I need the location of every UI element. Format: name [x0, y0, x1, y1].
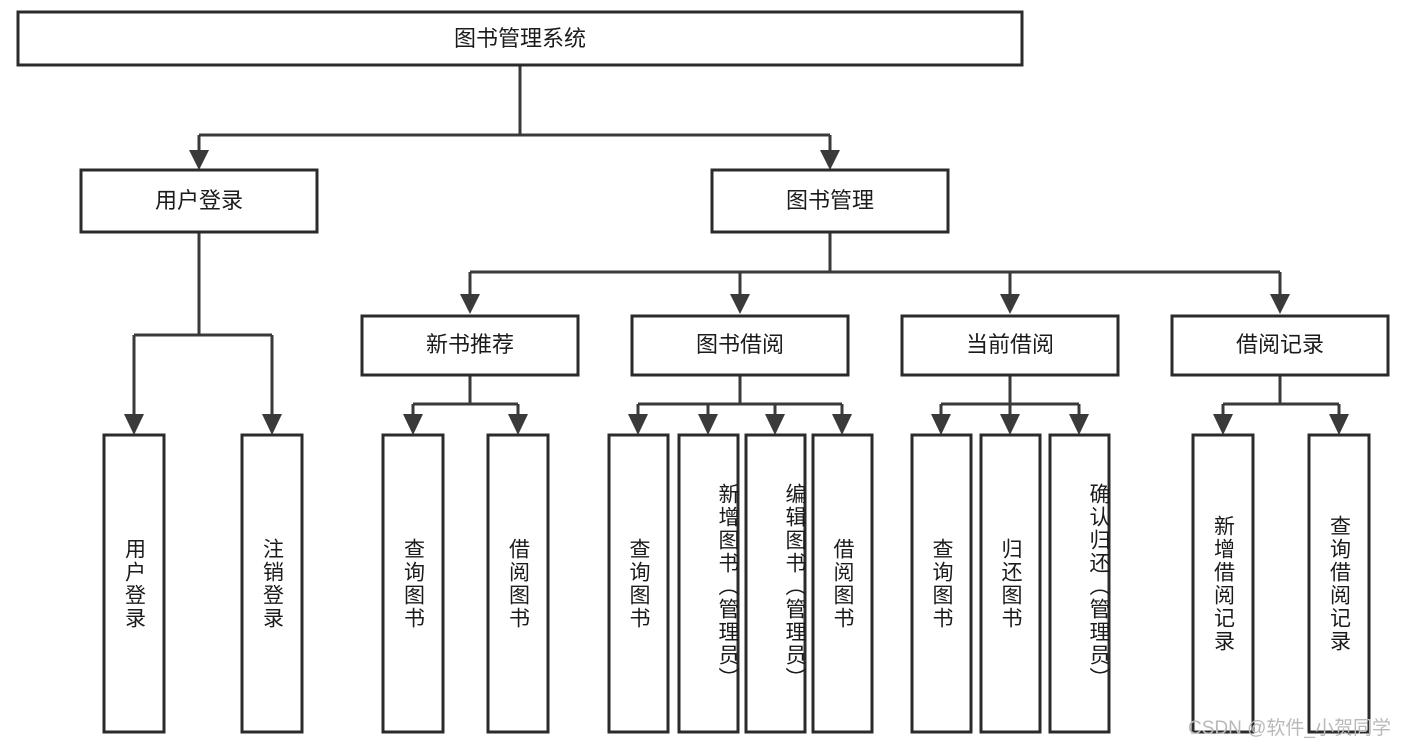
node-borrow-record[interactable]: 借阅记录	[1170, 314, 1390, 377]
node-current-borrow-rect[interactable]	[900, 314, 1120, 377]
arrow-head-leaf-current-borrow-1	[1000, 414, 1020, 435]
node-current-borrow-label: 当前借阅	[966, 332, 1054, 357]
leaf-rect-user-login-0[interactable]	[102, 433, 166, 734]
arrow-head-leaf-book-borrow-1	[698, 414, 718, 435]
leaf-rect-new-book-0[interactable]	[381, 433, 445, 734]
arrow-head-leaf-borrow-record-1	[1329, 414, 1349, 435]
arrow-head-new-book	[460, 294, 480, 314]
node-book-manage[interactable]: 图书管理	[710, 168, 950, 234]
arrow-head-leaf-book-borrow-3	[832, 414, 852, 435]
arrow-head-leaf-user-login-0	[124, 414, 144, 435]
leaf-rect-borrow-record-1[interactable]	[1307, 433, 1371, 734]
leaf-rect-book-borrow-3[interactable]	[811, 433, 874, 734]
connector-group-new-book	[403, 375, 528, 435]
leaf-rect-book-borrow-1[interactable]	[677, 433, 740, 734]
leaf-group-user-login	[102, 433, 304, 734]
connector-group-borrow-record	[1213, 375, 1349, 435]
leaf-rect-borrow-record-0[interactable]	[1191, 433, 1255, 734]
arrow-head-leaf-book-borrow-0	[628, 414, 648, 435]
leaf-rect-new-book-1[interactable]	[486, 433, 550, 734]
node-book-borrow-label: 图书借阅	[696, 332, 784, 357]
leaf-rect-current-borrow-2[interactable]	[1048, 433, 1111, 734]
node-new-book-recommend-label: 新书推荐	[426, 332, 514, 357]
node-book-borrow-rect[interactable]	[630, 314, 850, 377]
arrow-head-leaf-book-borrow-2	[765, 414, 785, 435]
node-new-book-recommend[interactable]: 新书推荐	[360, 314, 580, 377]
node-current-borrow[interactable]: 当前借阅	[900, 314, 1120, 377]
arrow-head-book-borrow	[730, 294, 750, 314]
arrow-head-current-borrow	[1000, 294, 1020, 314]
leaf-rect-user-login-1[interactable]	[240, 433, 304, 734]
arrow-head-borrow-record	[1270, 294, 1290, 314]
arrow-head-book-manage	[820, 150, 840, 170]
arrow-head-leaf-new-book-1	[508, 414, 528, 435]
arrow-head-leaf-current-borrow-0	[931, 414, 951, 435]
node-borrow-record-label: 借阅记录	[1236, 332, 1324, 357]
connector-group-book-manage	[460, 232, 1290, 314]
leaf-group-new-book-recommend	[381, 433, 550, 734]
watermark-text: CSDN @软件_小贺同学	[1188, 718, 1391, 739]
leaf-rect-current-borrow-1[interactable]	[979, 433, 1042, 734]
node-root-rect[interactable]	[16, 10, 1024, 67]
connector-group-root	[189, 65, 840, 170]
arrow-head-leaf-user-login-1	[262, 414, 282, 435]
leaf-group-current-borrow	[910, 433, 1111, 734]
leaf-rect-book-borrow-2[interactable]	[744, 433, 807, 734]
node-root-label: 图书管理系统	[454, 26, 586, 51]
connector-group-user-login	[124, 232, 282, 435]
node-borrow-record-rect[interactable]	[1170, 314, 1390, 377]
arrow-head-leaf-borrow-record-0	[1213, 414, 1233, 435]
node-new-book-recommend-rect[interactable]	[360, 314, 580, 377]
leaf-group-borrow-record	[1191, 433, 1371, 734]
leaf-group-book-borrow	[607, 433, 874, 734]
node-root[interactable]: 图书管理系统	[16, 10, 1024, 67]
arrow-head-leaf-current-borrow-2	[1069, 414, 1089, 435]
connector-group-book-borrow	[628, 375, 852, 435]
node-user-login[interactable]: 用户登录	[79, 168, 319, 234]
node-book-borrow[interactable]: 图书借阅	[630, 314, 850, 377]
node-user-login-label: 用户登录	[155, 188, 243, 213]
leaf-rect-book-borrow-0[interactable]	[607, 433, 670, 734]
node-user-login-rect[interactable]	[79, 168, 319, 234]
arrow-head-leaf-new-book-0	[403, 414, 423, 435]
arrow-head-user-login	[189, 150, 209, 170]
leaf-rect-current-borrow-0[interactable]	[910, 433, 973, 734]
node-book-manage-rect[interactable]	[710, 168, 950, 234]
node-book-manage-label: 图书管理	[786, 188, 874, 213]
connector-group-current-borrow	[931, 375, 1089, 435]
